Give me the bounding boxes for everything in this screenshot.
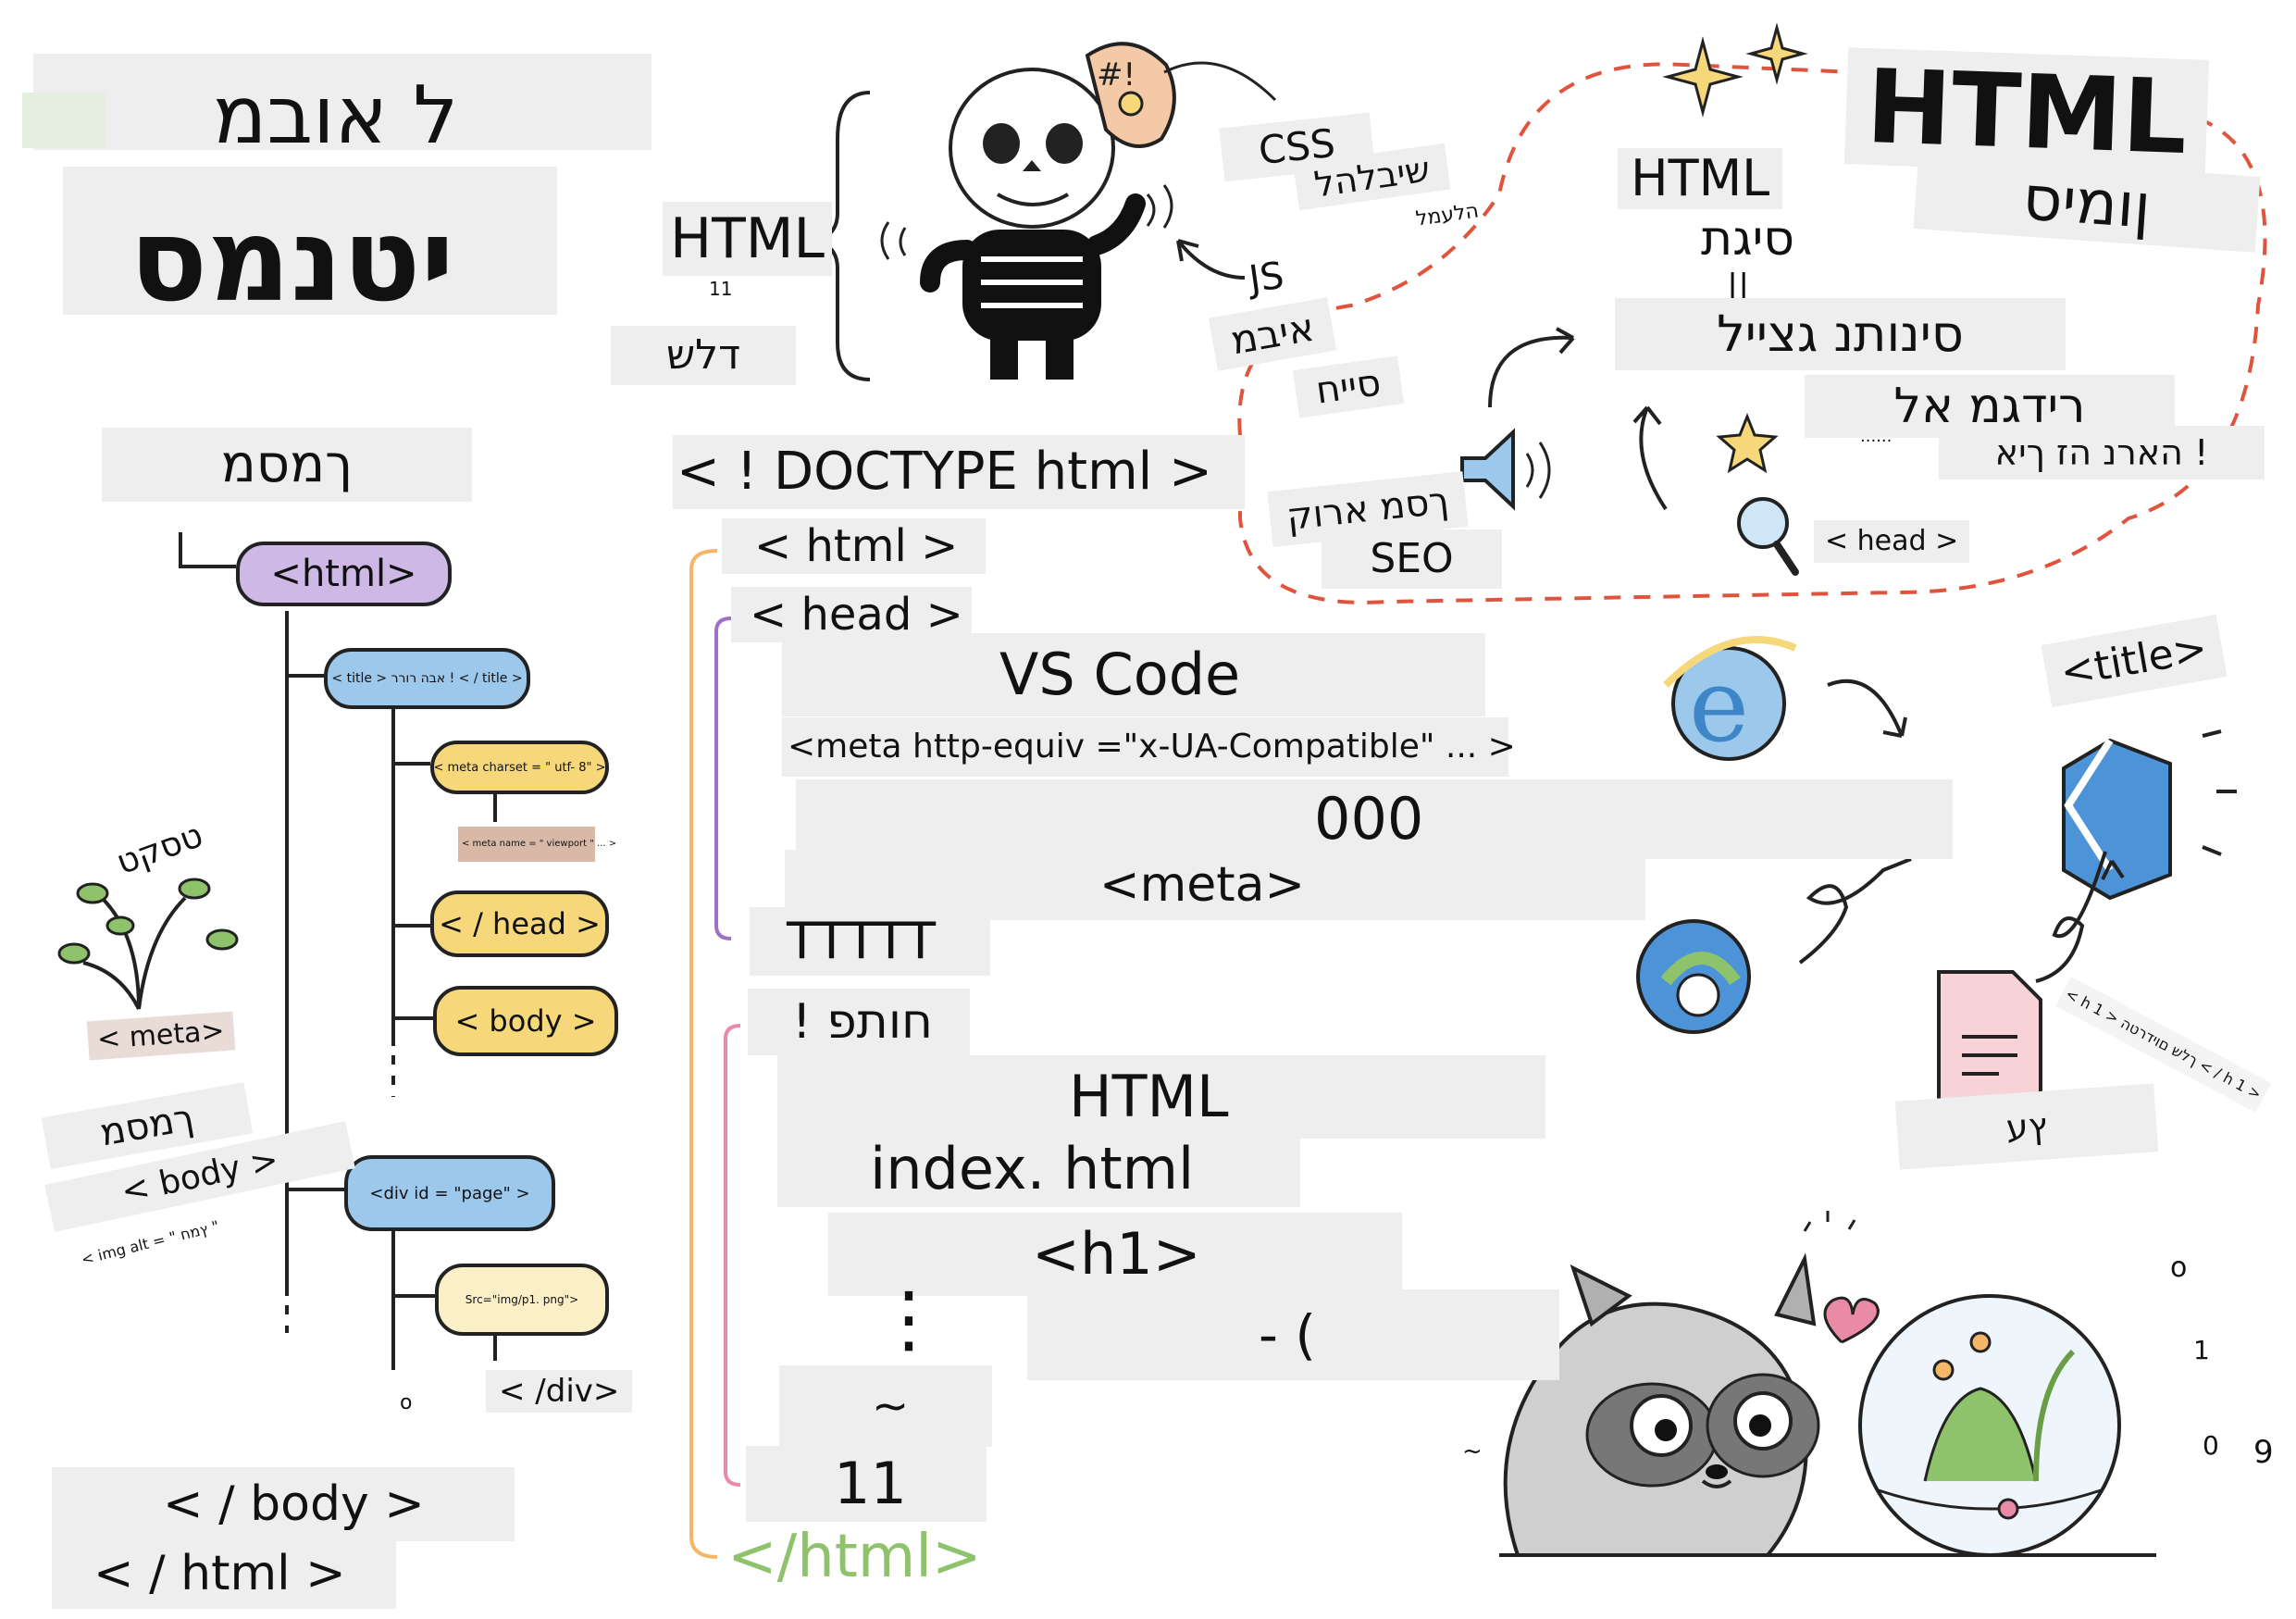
svg-text:e: e — [1689, 646, 1749, 765]
code-html-open: < html > — [722, 518, 986, 574]
seo-html-tag: HTML — [1618, 148, 1783, 209]
misc-o: o — [2170, 1252, 2188, 1284]
title-line-1: ל אובמ — [213, 69, 459, 162]
doctype-line: < ! DOCTYPE html > — [673, 435, 1245, 509]
seo-dots: ...... — [1860, 427, 1893, 446]
seo-line-1: סינותנ גצייל — [1615, 298, 2066, 370]
tree-body: < body > — [433, 986, 618, 1056]
raccoon-icon — [1503, 1252, 1820, 1557]
skeleton-lang-label: דלש — [611, 326, 797, 385]
svg-text:#!: #! — [1097, 56, 1136, 93]
tree-img: Src="img/p1. png"> — [435, 1264, 609, 1336]
code-body-label: חותפ ! — [748, 989, 970, 1055]
code-dots: ⋮ — [872, 1276, 946, 1362]
tree-heading: ךמסמ — [102, 428, 472, 502]
tree-title: < title > אבה רורר ! < / title > — [324, 648, 530, 709]
skeleton-icon: #! — [920, 42, 1277, 380]
magnifier-icon — [1737, 497, 1799, 576]
code-html-word: HTML — [777, 1055, 1545, 1139]
seo-big-title: HTML — [1843, 47, 2210, 177]
code-html-close: </html> — [727, 1523, 982, 1591]
edge-icon — [1636, 919, 1751, 1034]
tree-head-close: < / head > — [430, 890, 609, 957]
tree-meta-name: < meta name = " viewport " ... > — [458, 827, 616, 862]
code-eleven: 11 — [746, 1446, 987, 1522]
tree-o-mark: o — [400, 1391, 413, 1414]
tree-div: <div id = "page" > — [344, 1155, 555, 1231]
terrarium-icon — [1823, 1294, 2121, 1557]
seo-head-tag: < head > — [1814, 520, 1970, 563]
internet-explorer-icon: e — [1663, 636, 1797, 765]
bottom-body-close: < / body > — [52, 1467, 515, 1541]
speaker-icon — [1460, 428, 1551, 511]
misc-tilde: ~ — [1462, 1438, 1483, 1465]
misc-nine: 9 — [2253, 1434, 2274, 1471]
bottom-html-close: < / html > — [52, 1538, 396, 1609]
code-h1: <h1> — [828, 1213, 1402, 1296]
title-line-2: יטנמס — [130, 194, 454, 328]
skeleton-html-label: HTML — [663, 202, 832, 276]
seo-label: SEO — [1322, 529, 1502, 589]
code-tilde: ~ — [779, 1365, 992, 1447]
code-ttttt: TTTTT — [750, 907, 990, 976]
misc-one: 1 — [2193, 1335, 2210, 1365]
seo-tag-word: סיגת — [1701, 211, 1794, 267]
code-dash-paren: - ( — [1027, 1289, 1559, 1380]
code-index-html: index. html — [777, 1131, 1300, 1207]
vscode-icon — [2062, 738, 2172, 901]
skeleton-sub-number: 11 — [709, 278, 733, 300]
file-icon — [1937, 970, 2042, 1113]
code-vs-code: VS Code — [782, 633, 1485, 716]
seo-double-bar: || — [1727, 268, 1750, 305]
plant-icon — [57, 878, 239, 1010]
misc-zero: 0 — [2203, 1430, 2219, 1461]
js-label: JS — [1246, 254, 1287, 302]
seo-line-3: ! הארנ הז ךיא — [1939, 426, 2265, 479]
code-zeros: 000 — [796, 779, 1953, 859]
tree-root: <html> — [236, 542, 452, 606]
code-meta-http: <meta http-equiv ="x-UA-Compatible" ... … — [782, 717, 1516, 777]
tree-meta-charset: < meta charset = " utf- 8" > — [430, 741, 609, 794]
tree-div-close: < /div> — [486, 1370, 633, 1413]
